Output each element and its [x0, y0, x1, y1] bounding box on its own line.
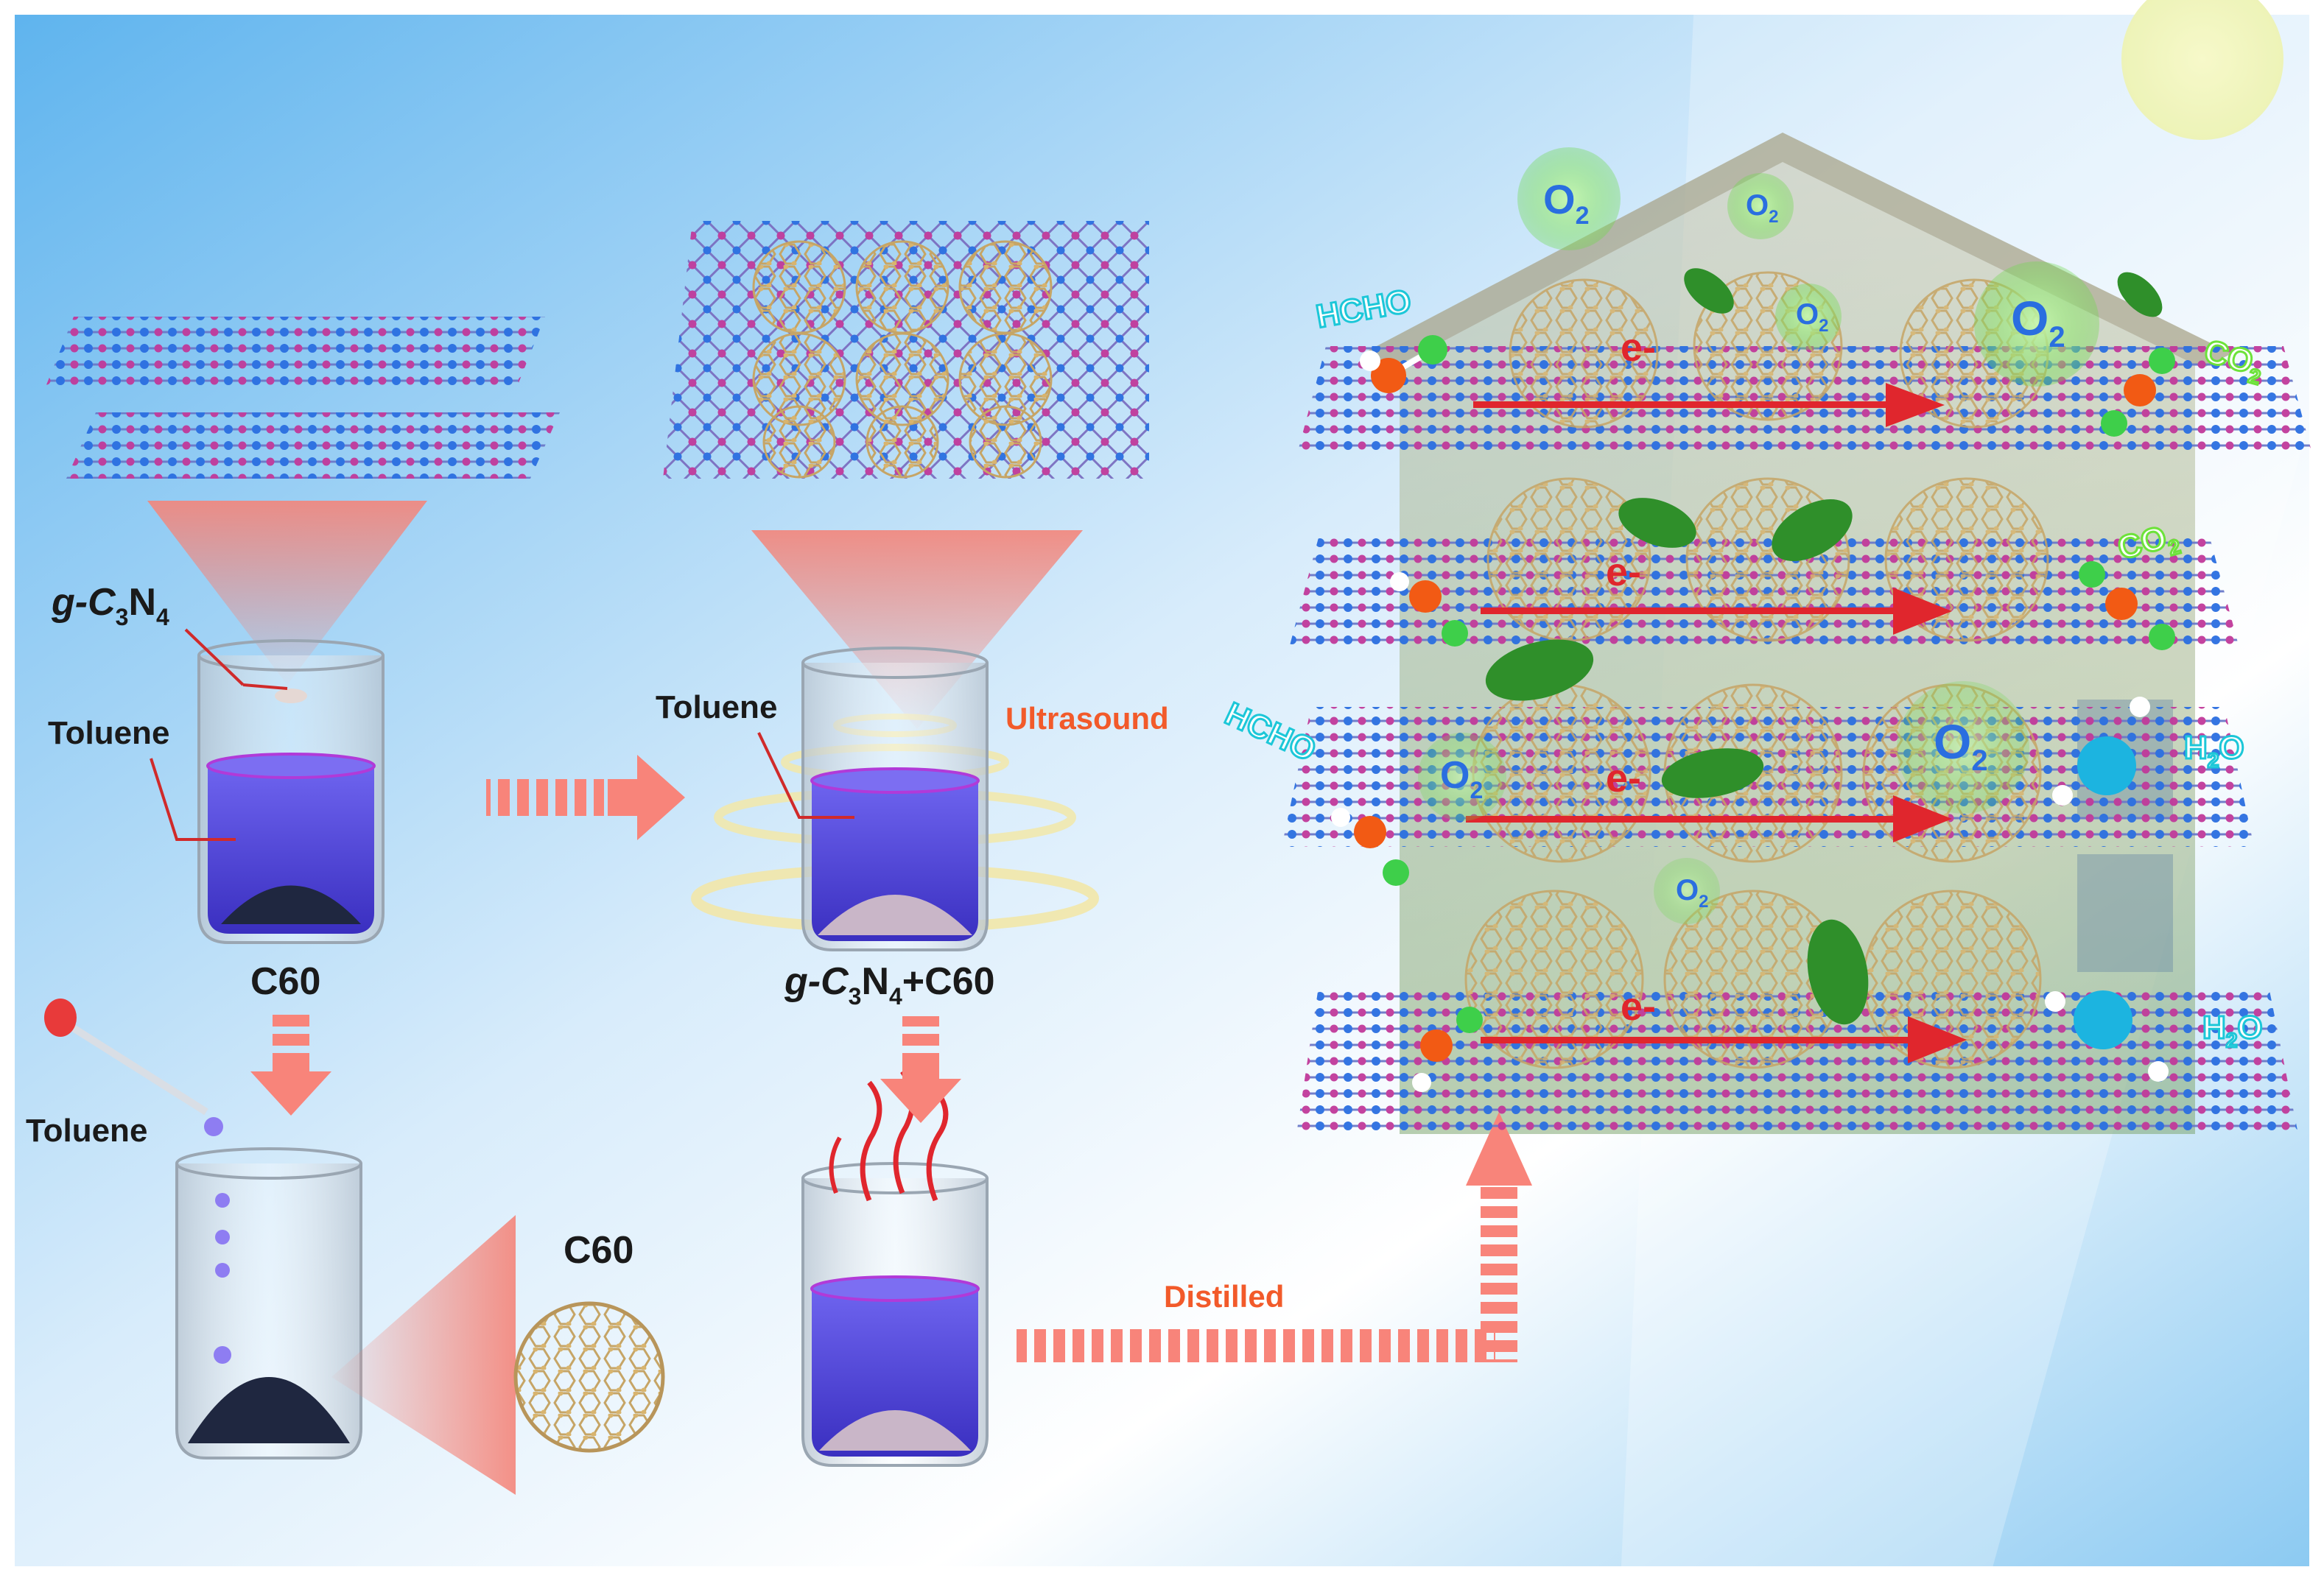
- o2-text: O: [1934, 714, 1971, 769]
- electron-labels: e- e- e- e-: [1606, 325, 1656, 1029]
- o2-subscript: 2: [1576, 202, 1590, 230]
- o2-subscript: 2: [1769, 207, 1778, 227]
- arrow-distilled: [1017, 1112, 1532, 1362]
- o2-text: O: [1746, 189, 1769, 222]
- projection-cone: [147, 501, 427, 685]
- h2o-subscript: 2: [2226, 1029, 2238, 1052]
- mix-plus: +C60: [902, 960, 995, 1003]
- c60-fullerene-ball: [513, 1301, 665, 1453]
- g-c3n4-label: g-C3N4: [51, 581, 169, 630]
- g-c3n4-c60-composite-illustration: [663, 221, 1149, 479]
- h2o-text: O: [2219, 730, 2244, 766]
- sun-icon: [2121, 0, 2283, 140]
- beaker-g-c3n4-toluene: [197, 639, 385, 944]
- o2-text: O: [1676, 874, 1699, 906]
- svg-text:O2: O2: [2011, 291, 2065, 353]
- svg-text:O2: O2: [1440, 754, 1483, 803]
- o2-text: O: [1796, 298, 1819, 331]
- hcho-molecule: [1331, 808, 1409, 886]
- o2-text: O: [2011, 291, 2049, 345]
- electron-label: e-: [1621, 985, 1656, 1029]
- leader-line: [242, 683, 288, 690]
- mix-n: N: [861, 960, 889, 1003]
- g-c3n4-c60-label: g-C3N4+C60: [784, 960, 995, 1010]
- projection-cone: [751, 530, 1083, 729]
- h2o-label: H2O: [2184, 730, 2244, 772]
- electron-transfer-arrows: [1466, 383, 1967, 1063]
- g-c3n4-bilayer-illustration: [44, 317, 560, 479]
- mix-subscript: 4: [889, 983, 902, 1010]
- h2o-text: H: [2202, 1010, 2226, 1046]
- mix-subscript: 3: [849, 983, 862, 1010]
- o2-subscript: 2: [1470, 777, 1483, 803]
- leader-line: [150, 758, 236, 841]
- hcho-molecule: [1390, 572, 1468, 647]
- arrow-to-ultrasound: [486, 755, 685, 840]
- o2-text: O: [1543, 176, 1576, 222]
- toluene-label-middle: Toluene: [656, 689, 777, 725]
- distilled-label: Distilled: [1164, 1279, 1284, 1314]
- h2o-label: H2O: [2202, 1010, 2263, 1052]
- o2-subscript: 2: [1699, 892, 1708, 912]
- g-c3n4-subscript: 4: [156, 604, 169, 630]
- h2o-molecule: [2052, 697, 2150, 806]
- co2-molecule: [2079, 561, 2175, 650]
- toluene-label-bottom: Toluene: [26, 1113, 147, 1149]
- g-c3n4-subscript: 3: [116, 604, 129, 630]
- c60-label-ball: C60: [564, 1229, 633, 1272]
- o2-text: O: [1440, 754, 1470, 797]
- h2o-molecule: [2045, 990, 2169, 1082]
- mix-label-text: g-C: [784, 960, 849, 1003]
- svg-text:O2: O2: [1676, 874, 1708, 912]
- co2-molecule: [2101, 348, 2175, 437]
- molecule-icons: [1331, 335, 2175, 1092]
- c60-label-beaker: C60: [250, 960, 320, 1003]
- o2-labels: O2 O2 O2 O2 O2 O2 O2: [1440, 176, 2065, 912]
- o2-subscript: 2: [1971, 744, 1987, 777]
- arrow-down-left: [250, 1009, 331, 1116]
- beaker-distilled: [801, 1069, 989, 1467]
- o2-subscript: 2: [1819, 316, 1828, 336]
- h2o-text: O: [2237, 1010, 2262, 1046]
- beaker-ultrasound: [691, 647, 1099, 951]
- projection-cone: [331, 1215, 516, 1495]
- g-c3n4-label-text: g-C: [51, 581, 116, 624]
- electron-label: e-: [1606, 550, 1641, 594]
- o2-bubbles: [1418, 147, 2099, 924]
- leader-line: [757, 732, 854, 819]
- beaker-c60-drops: [175, 1147, 362, 1459]
- toluene-label-top: Toluene: [48, 715, 169, 751]
- o2-subscript: 2: [2049, 321, 2065, 353]
- svg-text:O2: O2: [1796, 298, 1828, 336]
- arrow-down-middle: [880, 1016, 961, 1123]
- svg-text:O2: O2: [1934, 714, 1988, 777]
- electron-label: e-: [1606, 756, 1641, 800]
- hcho-molecule: [1360, 335, 1447, 393]
- leaf-icons: [1485, 268, 2163, 1025]
- dropper-icon: [44, 999, 223, 1136]
- ultrasound-label: Ultrasound: [1005, 701, 1169, 736]
- svg-text:O2: O2: [1543, 176, 1589, 230]
- leader-line: [184, 628, 245, 686]
- h2o-subscript: 2: [2208, 749, 2219, 772]
- electron-label: e-: [1621, 325, 1656, 370]
- svg-text:O2: O2: [1746, 189, 1778, 227]
- g-c3n4-n: N: [128, 581, 156, 624]
- h2o-text: H: [2184, 730, 2208, 766]
- hcho-molecule: [1412, 1007, 1483, 1092]
